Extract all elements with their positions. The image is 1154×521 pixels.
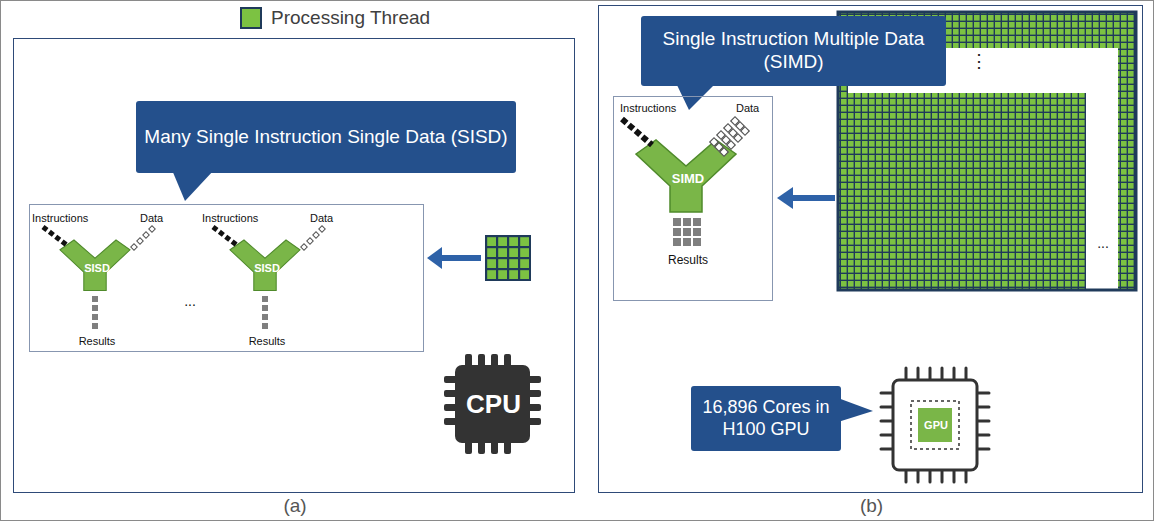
sisd-figure <box>213 226 325 329</box>
panel: (b)Single Instruction Multiple Data (SIM… <box>598 5 1143 493</box>
callout-bubble: Many Single Instruction Single Data (SIS… <box>136 101 516 173</box>
thread-grid: ⋮... <box>839 13 1137 291</box>
figure-label: Data <box>736 102 771 115</box>
sisd-unit: Instructions DataSISD Results <box>32 210 167 350</box>
figure-label: ... <box>175 293 205 310</box>
ellipsis: ... <box>1088 235 1118 252</box>
simd-box: Instructions DataSIMD Results <box>613 96 773 301</box>
sisd-figure <box>43 226 155 329</box>
panel-caption: (b) <box>599 495 1144 518</box>
gpu-chip: GPU <box>919 409 953 443</box>
chip-label: GPU <box>919 419 953 432</box>
figure-label: SIMD <box>614 171 762 187</box>
callout-bubble: 16,896 Cores in H100 GPU <box>691 386 841 451</box>
figure-label: Instructions <box>32 212 107 225</box>
arrow <box>777 187 835 209</box>
callout-tail <box>172 170 214 201</box>
callout-text: Single Instruction Multiple Data (SIMD) <box>649 28 938 74</box>
arrow <box>427 247 481 269</box>
callout-bubble: Single Instruction Multiple Data (SIMD) <box>641 16 946 86</box>
sisd-unit: Instructions DataSISD Results <box>202 210 337 350</box>
panel: (a)Many Single Instruction Single Data (… <box>13 38 575 493</box>
ellipsis: ⋮ <box>949 51 1009 73</box>
figure-label: SISD <box>32 262 162 275</box>
figure-label: Data <box>310 212 337 225</box>
figure-label: Results <box>202 335 332 348</box>
sisd-box: ...InstructionsDataSISDResultsInstructio… <box>29 204 424 352</box>
figure-label: Results <box>32 335 162 348</box>
legend-swatch <box>240 7 262 29</box>
panel-caption: (a) <box>14 495 576 518</box>
chip-label: CPU <box>456 389 531 420</box>
figure-label: Instructions <box>202 212 277 225</box>
thread-grid <box>486 236 530 280</box>
callout-text: Many Single Instruction Single Data (SIS… <box>144 126 508 149</box>
cpu-chip: CPU <box>456 366 531 444</box>
callout-tail <box>838 398 873 422</box>
figure-label: SISD <box>202 262 332 275</box>
figure-label: Instructions <box>620 102 700 115</box>
cpu-chip <box>444 354 541 454</box>
legend-text: Processing Thread <box>271 7 430 29</box>
callout-text: 16,896 Cores in H100 GPU <box>699 397 833 440</box>
figure-label: Data <box>140 212 167 225</box>
gpu-chip <box>881 368 989 482</box>
figure-label: Results <box>614 253 762 267</box>
